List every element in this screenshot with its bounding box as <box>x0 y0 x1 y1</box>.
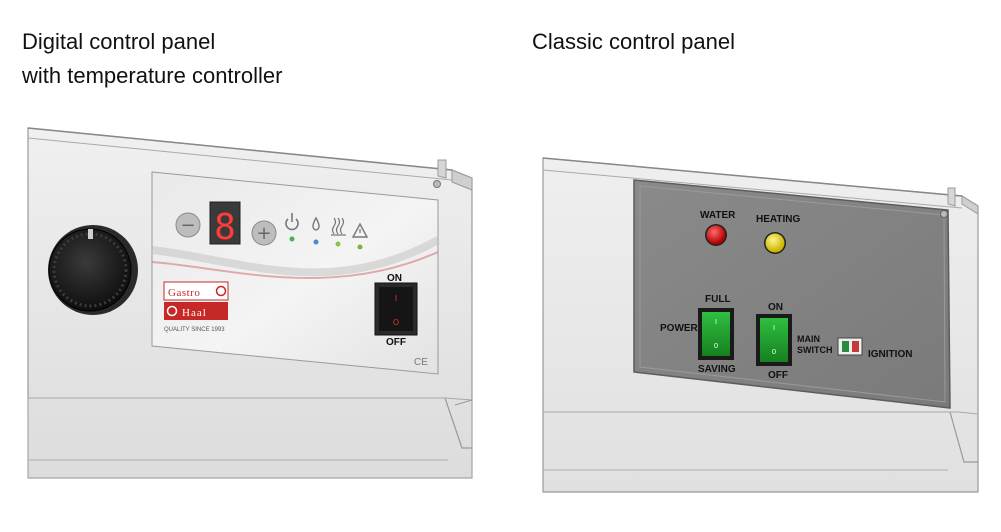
digital-caption-line2: with temperature controller <box>22 63 283 88</box>
main-off-label: OFF <box>768 370 788 381</box>
svg-text:−: − <box>180 215 195 236</box>
main-switch-label-line2: SWITCH <box>797 345 833 355</box>
warning-led <box>357 244 363 250</box>
ignition-label: IGNITION <box>868 349 912 360</box>
brand-name-line2: Haal <box>182 307 207 319</box>
display-digit: 8 <box>214 207 236 248</box>
heating-indicator-lamp <box>764 232 786 254</box>
switch-on-mark: I <box>395 294 397 303</box>
status-icons <box>285 213 369 250</box>
svg-text:0: 0 <box>714 342 718 350</box>
power-label: POWER <box>660 323 699 334</box>
heating-icon <box>331 217 346 236</box>
main-switch-label-line1: MAIN <box>797 334 820 344</box>
digital-panel-caption: Digital control panel with temperature c… <box>22 25 282 93</box>
water-led <box>313 239 319 245</box>
temperature-knob[interactable] <box>48 225 138 315</box>
digital-power-switch[interactable]: ON I O OFF <box>374 273 418 348</box>
main-on-label: ON <box>768 302 783 313</box>
brand-tagline: QUALITY SINCE 1993 <box>164 327 225 333</box>
heating-led <box>335 241 341 247</box>
svg-text:0: 0 <box>772 348 776 356</box>
ignition-button[interactable] <box>837 337 863 356</box>
water-label: WATER <box>700 210 736 221</box>
power-rocker-switch[interactable]: I 0 <box>698 308 734 360</box>
switch-off-label: OFF <box>386 337 406 348</box>
water-indicator-lamp <box>705 224 727 246</box>
ce-mark: CE <box>414 357 428 368</box>
plus-button[interactable]: + <box>251 220 277 246</box>
full-label: FULL <box>705 294 731 305</box>
warning-icon <box>351 222 369 238</box>
classic-panel-caption: Classic control panel <box>532 29 735 54</box>
svg-text:I: I <box>773 324 775 332</box>
brand-logo: Gastro Haal QUALITY SINCE 1993 <box>163 281 229 333</box>
temperature-display: 8 <box>209 201 241 248</box>
svg-text:I: I <box>715 318 717 326</box>
heating-label: HEATING <box>756 214 800 225</box>
minus-button[interactable]: − <box>175 212 201 238</box>
switch-on-label: ON <box>387 273 402 284</box>
switch-off-mark: O <box>393 318 399 327</box>
water-drop-icon <box>312 216 320 231</box>
power-icon <box>285 213 299 231</box>
digital-caption-line1: Digital control panel <box>22 29 216 54</box>
brand-name-line1: Gastro <box>168 287 200 299</box>
svg-text:+: + <box>256 223 271 244</box>
saving-label: SAVING <box>698 364 736 375</box>
power-led <box>289 236 295 242</box>
main-rocker-switch[interactable]: I 0 <box>756 314 792 366</box>
